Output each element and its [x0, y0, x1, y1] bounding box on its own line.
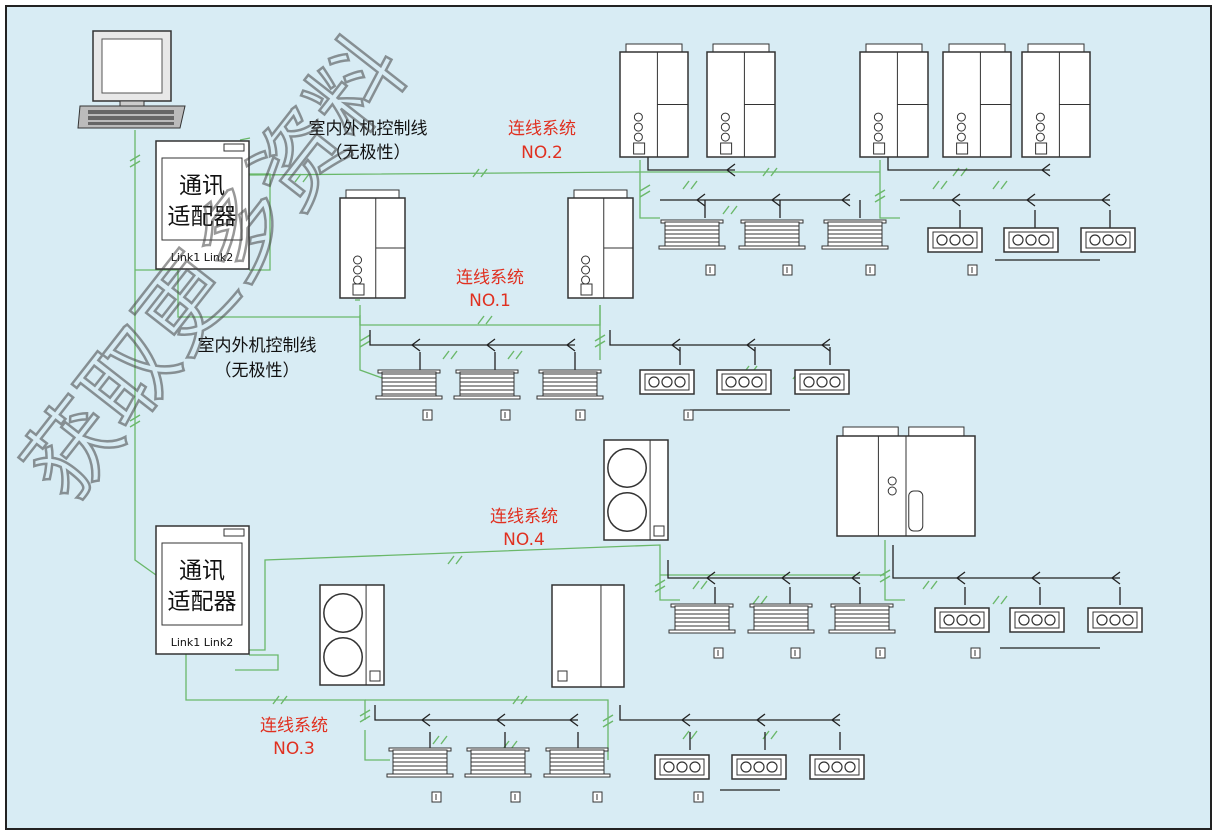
system-2-title: 连线系统 [508, 119, 576, 139]
control-line-upper-line1: 室内外机控制线 [309, 119, 428, 139]
system-4-number: NO.4 [503, 530, 545, 550]
adapter-top-line2: 适配器 [168, 204, 237, 230]
outdoor-unit-4a [603, 439, 669, 541]
computer-icon [77, 30, 186, 129]
wired-remote-14 [510, 791, 521, 803]
duct-indoor-unit-4 [375, 369, 443, 400]
outdoor-unit-2a [619, 43, 689, 158]
cassette-indoor-unit-9 [1087, 607, 1143, 633]
adapter-bottom-ports: Link1 Link2 [171, 636, 234, 649]
outdoor-unit-1a [339, 189, 406, 299]
comm-adapter-bottom: 通讯 适配器 Link1 Link2 [155, 525, 250, 655]
wired-remote-1 [705, 264, 716, 276]
adapter-top-line1: 通讯 [179, 173, 225, 199]
wired-remote-11 [875, 647, 886, 659]
wired-remote-8 [683, 409, 694, 421]
cassette-indoor-unit-1 [927, 227, 983, 253]
duct-indoor-unit-1 [658, 219, 726, 250]
duct-indoor-unit-3 [821, 219, 889, 250]
control-line-lower-line2: （无极性） [215, 361, 300, 381]
outdoor-unit-3a [319, 584, 385, 686]
control-line-lower-line1: 室内外机控制线 [198, 336, 317, 356]
duct-indoor-unit-2 [738, 219, 806, 250]
cassette-indoor-unit-12 [809, 754, 865, 780]
control-line-upper-line2: （无极性） [326, 143, 411, 163]
cassette-indoor-unit-10 [654, 754, 710, 780]
outdoor-unit-2d [942, 43, 1012, 158]
outdoor-unit-1b [567, 189, 634, 299]
wired-remote-10 [790, 647, 801, 659]
adapter-top-ports: Link1 Link2 [171, 251, 234, 264]
adapter-bottom-line2: 适配器 [168, 589, 237, 615]
system-1-title: 连线系统 [456, 268, 524, 288]
comm-adapter-top: 通讯 适配器 Link1 Link2 [155, 140, 250, 270]
duct-indoor-unit-6 [536, 369, 604, 400]
cassette-indoor-unit-4 [639, 369, 695, 395]
cassette-indoor-unit-6 [794, 369, 850, 395]
wired-remote-7 [575, 409, 586, 421]
duct-indoor-unit-10 [386, 747, 454, 778]
duct-indoor-unit-12 [543, 747, 611, 778]
wired-remote-12 [970, 647, 981, 659]
wired-remote-6 [500, 409, 511, 421]
cassette-indoor-unit-7 [934, 607, 990, 633]
wired-remote-3 [865, 264, 876, 276]
cassette-indoor-unit-11 [731, 754, 787, 780]
wired-remote-4 [967, 264, 978, 276]
adapter-bottom-line1: 通讯 [179, 558, 225, 584]
cassette-indoor-unit-2 [1003, 227, 1059, 253]
system-3-title: 连线系统 [260, 716, 328, 736]
outdoor-unit-4b [836, 426, 976, 537]
wired-remote-15 [592, 791, 603, 803]
cassette-indoor-unit-8 [1009, 607, 1065, 633]
wired-remote-2 [782, 264, 793, 276]
wired-remote-13 [431, 791, 442, 803]
outdoor-unit-3b [551, 584, 625, 688]
duct-indoor-unit-7 [668, 603, 736, 634]
system-3-number: NO.3 [273, 739, 315, 759]
outdoor-unit-2e [1021, 43, 1091, 158]
duct-indoor-unit-9 [828, 603, 896, 634]
wired-remote-5 [422, 409, 433, 421]
outdoor-unit-2c [859, 43, 929, 158]
duct-indoor-unit-5 [453, 369, 521, 400]
wired-remote-9 [713, 647, 724, 659]
system-4-title: 连线系统 [490, 507, 558, 527]
cassette-indoor-unit-5 [716, 369, 772, 395]
duct-indoor-unit-11 [464, 747, 532, 778]
wired-remote-16 [693, 791, 704, 803]
system-1-number: NO.1 [469, 291, 511, 311]
duct-indoor-unit-8 [747, 603, 815, 634]
system-2-number: NO.2 [521, 143, 563, 163]
cassette-indoor-unit-3 [1080, 227, 1136, 253]
outdoor-unit-2b [706, 43, 776, 158]
